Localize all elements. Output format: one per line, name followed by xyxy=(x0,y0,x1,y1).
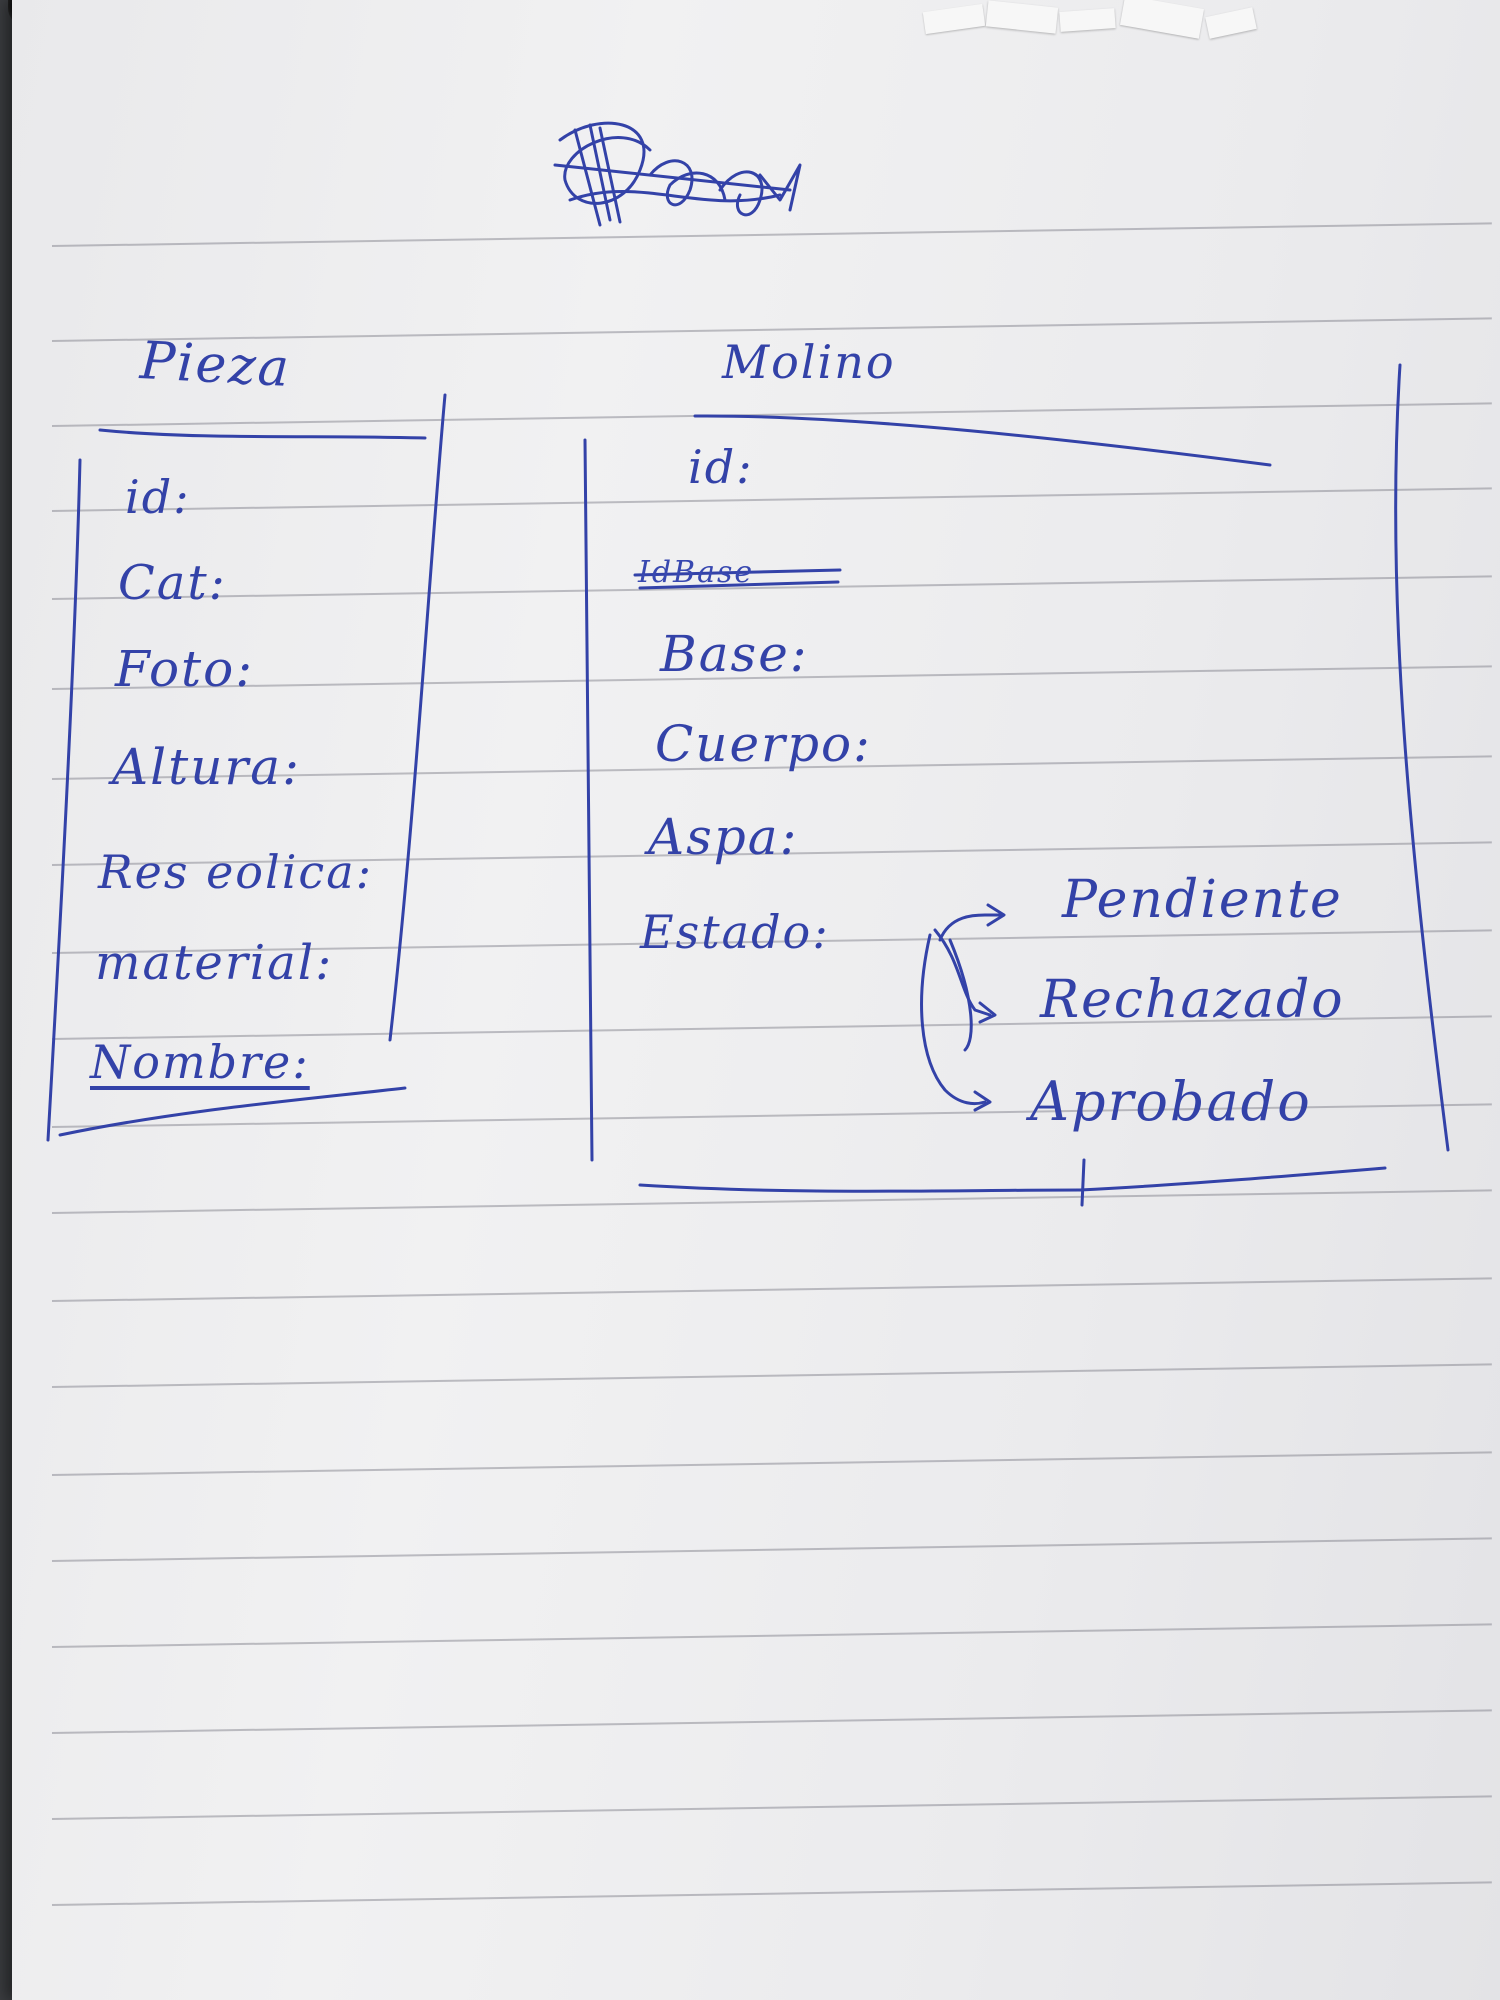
pieza-entity-box xyxy=(46,393,447,1142)
molino-entity-box xyxy=(583,363,1450,1207)
pieza-field: Altura: xyxy=(112,738,301,796)
pieza-entity-title: Pieza xyxy=(138,331,293,399)
molino-field: id: xyxy=(688,440,754,494)
molino-field: Cuerpo: xyxy=(655,715,872,773)
molino-field: Base: xyxy=(660,625,809,683)
pieza-field: Nombre: xyxy=(90,1035,310,1089)
estado-arrows xyxy=(920,903,1006,1112)
estado-value: Aprobado xyxy=(1030,1070,1312,1133)
pieza-field: id: xyxy=(125,470,191,524)
pieza-field: Res eolica: xyxy=(98,845,374,899)
idbase-strikethrough xyxy=(633,568,842,590)
notebook-page xyxy=(12,0,1500,2000)
pieza-field: Foto: xyxy=(115,640,255,698)
molino-field-crossed-out: IdBase xyxy=(638,555,755,590)
molino-entity-title: Molino xyxy=(722,335,896,389)
estado-value: Pendiente xyxy=(1062,870,1343,930)
scribbled-title xyxy=(553,121,802,227)
molino-field: Estado: xyxy=(640,905,830,959)
pieza-field: material: xyxy=(95,935,334,991)
molino-field: Aspa: xyxy=(648,808,799,866)
pieza-field: Cat: xyxy=(118,555,227,611)
estado-value: Rechazado xyxy=(1040,970,1345,1030)
